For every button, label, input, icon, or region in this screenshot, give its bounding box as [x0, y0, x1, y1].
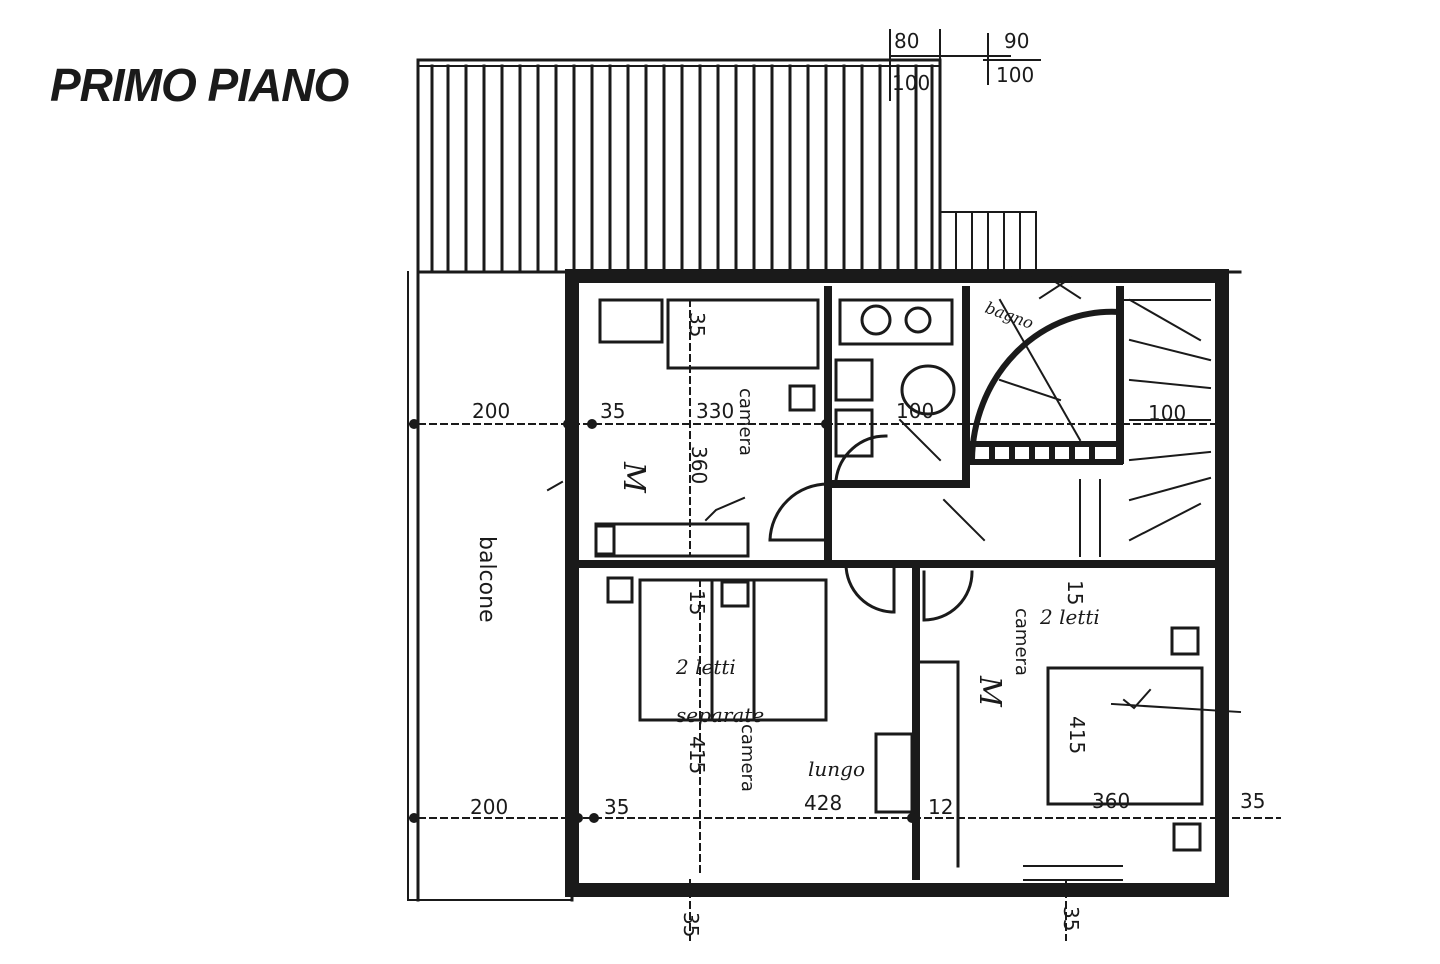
handwritten-bath-note: bagno [983, 298, 1036, 333]
dim-bed2-15: 15 [685, 590, 709, 615]
handwritten-mark-top: M [616, 461, 651, 494]
bedroom-bottom-left-furniture [606, 562, 914, 814]
dim-v-415-right: 415 [1065, 716, 1089, 754]
handwritten-mark-right: M [972, 675, 1007, 708]
handwritten-marks [546, 418, 1242, 714]
dim-bed1-35: 35 [685, 312, 709, 337]
room-label-balcone: balcone [474, 536, 499, 623]
dim-top-100-a: 100 [892, 71, 930, 95]
handwritten-letti-right: 2 letti [1039, 605, 1100, 629]
dim-bottom-35-right: 35 [1059, 906, 1083, 931]
dim-top-80: 80 [894, 29, 919, 53]
dim-row1-100-right: 100 [1148, 401, 1186, 425]
dim-top-100-b: 100 [996, 63, 1034, 87]
plan-title: PRIMO PIANO [50, 59, 349, 111]
dim-v-415-left: 415 [685, 736, 709, 774]
dim-row1-330: 330 [696, 399, 734, 423]
dim-bottom-35-left: 35 [679, 912, 703, 937]
terrace-hatch [416, 58, 1037, 274]
handwritten-notes: M M 2 letti 2 letti separate lungo bagno [616, 298, 1100, 781]
dim-top-90: 90 [1004, 29, 1029, 53]
dim-row2-428: 428 [804, 791, 842, 815]
room-label-camera-bottom: camera [737, 724, 758, 792]
dim-row2-360: 360 [1092, 789, 1130, 813]
staircase [968, 270, 1212, 557]
room-label-camera-top: camera [735, 388, 756, 456]
dim-row2-200: 200 [470, 795, 508, 819]
bedroom-bottom-right-furniture [918, 570, 1204, 868]
dim-row2-12: 12 [928, 795, 953, 819]
room-label-camera-right: camera [1011, 608, 1032, 676]
dimension-labels: 80 100 90 100 200 35 330 100 100 35 360 … [470, 29, 1265, 937]
dim-row1-200: 200 [472, 399, 510, 423]
bathroom-fixtures [834, 298, 956, 482]
dim-row2-35: 35 [604, 795, 629, 819]
handwritten-lungo: lungo [808, 757, 865, 781]
handwritten-separate: separate [676, 703, 764, 727]
top-dimension-lines [889, 29, 1041, 101]
bedroom-top-furniture [594, 298, 830, 558]
handwritten-letti-left: 2 letti [675, 655, 736, 679]
dim-bed3-15: 15 [1063, 580, 1087, 605]
room-labels: camera camera camera balcone [474, 388, 1032, 792]
dim-row1-35: 35 [600, 399, 625, 423]
dim-row2-35-right: 35 [1240, 789, 1265, 813]
bottom-window [1023, 865, 1123, 895]
dim-row1-100: 100 [896, 399, 934, 423]
interior-walls [568, 286, 1226, 880]
dim-v-360: 360 [687, 446, 711, 484]
dimension-lines [407, 299, 1281, 941]
outer-walls [565, 269, 1242, 897]
